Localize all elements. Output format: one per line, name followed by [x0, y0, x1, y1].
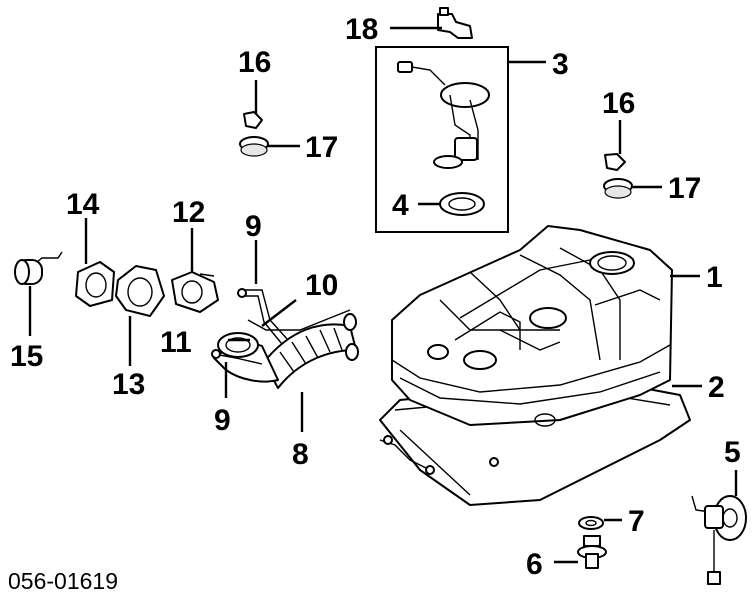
callout-2: 2: [708, 371, 725, 404]
callout-5: 5: [724, 436, 741, 469]
callout-6: 6: [526, 548, 543, 581]
fuel-pump-assembly-box: [375, 46, 509, 233]
callout-17b: 17: [668, 172, 701, 205]
callout-18: 18: [345, 13, 378, 46]
sender-connector: [437, 7, 473, 39]
callout-9b: 9: [214, 404, 231, 437]
clip-grommet-right: [603, 153, 633, 199]
callout-16b: 16: [602, 87, 635, 120]
callout-15: 15: [10, 340, 43, 373]
callout-16a: 16: [238, 46, 271, 79]
gasket: [439, 192, 485, 216]
callout-9a: 9: [245, 210, 262, 243]
callout-3: 3: [552, 48, 569, 81]
callout-14: 14: [66, 188, 100, 221]
diagram-code: 056-01619: [8, 568, 118, 594]
callout-7: 7: [628, 505, 645, 538]
fuel-sensor-unit: [691, 495, 747, 585]
callout-10: 10: [305, 269, 338, 302]
filler-neck-bracket: [171, 271, 219, 313]
filler-hose-assembly: [211, 288, 359, 389]
washer: [578, 516, 604, 530]
drain-bolt: [577, 535, 607, 569]
callout-17a: 17: [305, 131, 338, 164]
callout-4: 4: [392, 189, 409, 222]
callout-13: 13: [112, 368, 145, 401]
filler-neck-flange: [115, 265, 165, 317]
callout-12: 12: [172, 196, 205, 229]
callout-11: 11: [160, 326, 192, 359]
filler-gasket-plate: [75, 261, 115, 307]
fuel-tank: [391, 225, 673, 427]
callout-8: 8: [292, 438, 309, 471]
leader-lines: [28, 26, 738, 564]
clip-grommet-left: [239, 111, 269, 157]
callout-1: 1: [706, 261, 723, 294]
filler-cap: [14, 251, 63, 285]
